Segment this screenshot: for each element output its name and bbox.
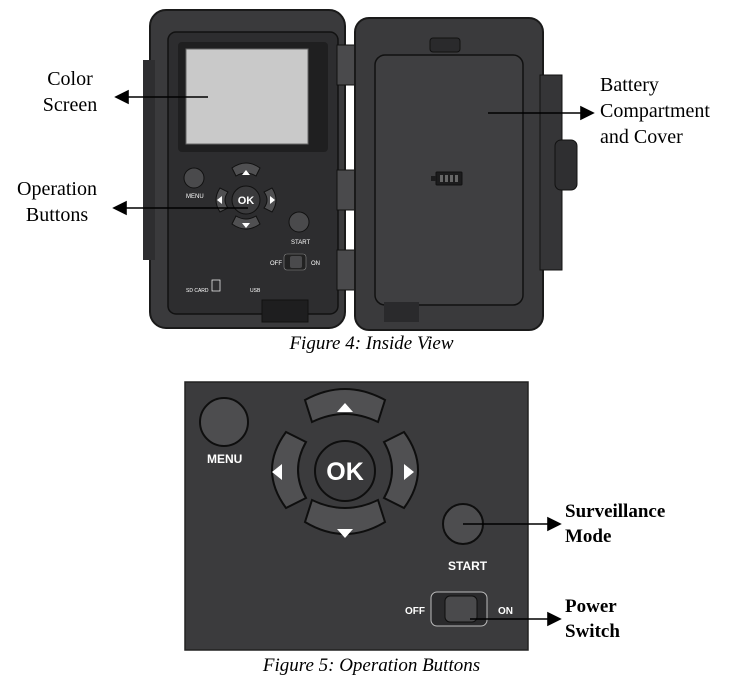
callout-arrows-figure5 [463,516,562,627]
menu-label-small: MENU [186,194,204,200]
arrow-left-button [271,430,308,510]
hinge [336,44,358,291]
usb-label: USB [250,288,261,294]
battery-compartment-callout: Battery Compartment and Cover [600,72,740,150]
arrow-right-button [382,430,419,510]
ok-label: OK [326,458,364,486]
callout-line: Operation [17,178,97,200]
inside-view-illustration: MENU OK START OFF ON SD CARD USB [112,9,595,331]
operation-buttons-illustration: MENU OK START OFF ON [184,381,562,651]
start-label: START [448,559,488,573]
surveillance-mode-callout: Surveillance Mode [565,499,735,549]
callout-line: Mode [565,526,612,547]
inside-device-labels: MENU OK START OFF ON SD CARD USB [186,194,320,294]
figure-4-caption: Figure 4: Inside View [289,333,454,354]
callout-line: Surveillance [565,501,666,522]
callout-line: Screen [42,94,98,116]
off-label: OFF [405,606,425,617]
ok-button-graphic [314,440,376,502]
figure-5-caption: Figure 5: Operation Buttons [262,655,481,676]
menu-label: MENU [207,452,242,466]
on-label: ON [498,606,513,617]
arrow-up-icon [337,403,353,412]
callout-line: Compartment [600,100,710,122]
operation-buttons-callout: Operation Buttons [2,176,112,228]
menu-button-graphic [199,397,249,447]
sd-card-icon [211,279,221,292]
panel-labels: MENU OK START OFF ON [207,452,513,617]
arrow-down-icon [337,529,353,538]
power-switch-knob [444,595,478,623]
arrow-right-icon [404,464,414,480]
arrow-left-icon [272,464,282,480]
battery-icon [431,171,463,186]
callout-arrows-figure4 [112,89,595,216]
start-label-small: START [291,240,310,246]
arrow-down-button [303,498,387,535]
power-switch-callout: Power Switch [565,594,735,644]
operation-buttons [183,162,310,271]
callout-line: Battery [600,74,659,96]
color-screen-callout: Color Screen [20,66,120,118]
callout-line: and Cover [600,126,683,148]
callout-line: Color [47,68,93,90]
callout-line: Buttons [25,204,89,226]
ok-label-small: OK [238,195,255,207]
arrow-glyphs [272,403,414,538]
callout-line: Power [565,596,617,617]
sd-card-label: SD CARD [186,288,209,294]
on-label-small: ON [311,261,320,267]
callout-line: Switch [565,621,620,642]
d-pad [271,388,419,535]
off-label-small: OFF [270,261,282,267]
